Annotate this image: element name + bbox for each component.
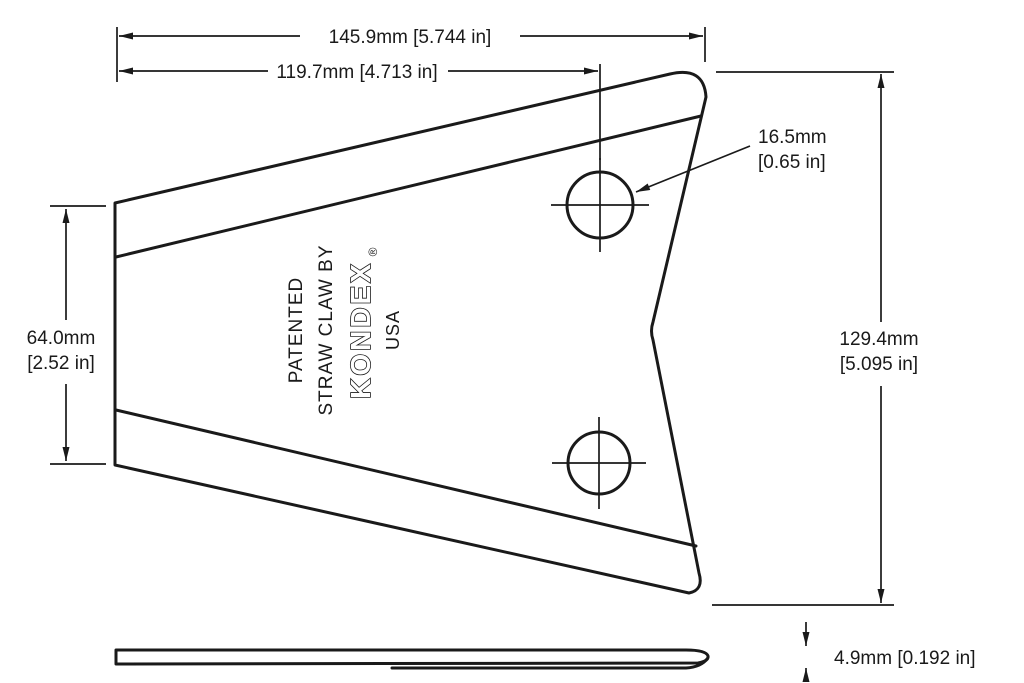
dim-left-height: 64.0mm [2.52 in]: [27, 205, 106, 465]
left-height-mm: 64.0mm: [27, 328, 96, 349]
hole-center-width-value: 119.7mm [4.713 in]: [276, 62, 437, 83]
hole-diameter-in: [0.65 in]: [758, 152, 826, 173]
top-bevel-edge: [114, 114, 703, 259]
front-view: [113, 70, 708, 595]
dim-hole-center-width: 119.7mm [4.713 in]: [119, 62, 601, 160]
side-view: [114, 648, 710, 670]
part-labels: PATENTED STRAW CLAW BY KONDEX ® USA: [286, 245, 403, 416]
straw-claw-label: STRAW CLAW BY: [316, 245, 337, 416]
left-height-in: [2.52 in]: [27, 353, 95, 374]
kondex-logo-text: KONDEX: [345, 261, 376, 399]
dim-overall-width: 145.9mm [5.744 in]: [116, 27, 706, 82]
leader-line: [635, 145, 751, 193]
usa-label: USA: [383, 310, 403, 350]
overall-width-value: 145.9mm [5.744 in]: [329, 27, 492, 48]
right-height-mm: 129.4mm: [839, 329, 918, 350]
right-height-in: [5.095 in]: [840, 354, 918, 375]
thickness-value: 4.9mm [0.192 in]: [834, 648, 976, 669]
bottom-bevel-edge: [114, 408, 698, 548]
dim-right-height: 129.4mm [5.095 in]: [712, 71, 919, 606]
side-view-outline: [114, 648, 710, 666]
registered-mark: ®: [366, 247, 380, 256]
dim-thickness: 4.9mm [0.192 in]: [802, 622, 976, 682]
hole-diameter-mm: 16.5mm: [758, 127, 827, 148]
part-outline: [113, 70, 708, 595]
patented-label: PATENTED: [286, 277, 307, 384]
dim-hole-diameter: 16.5mm [0.65 in]: [635, 127, 827, 193]
side-view-lip-edge: [390, 657, 709, 670]
